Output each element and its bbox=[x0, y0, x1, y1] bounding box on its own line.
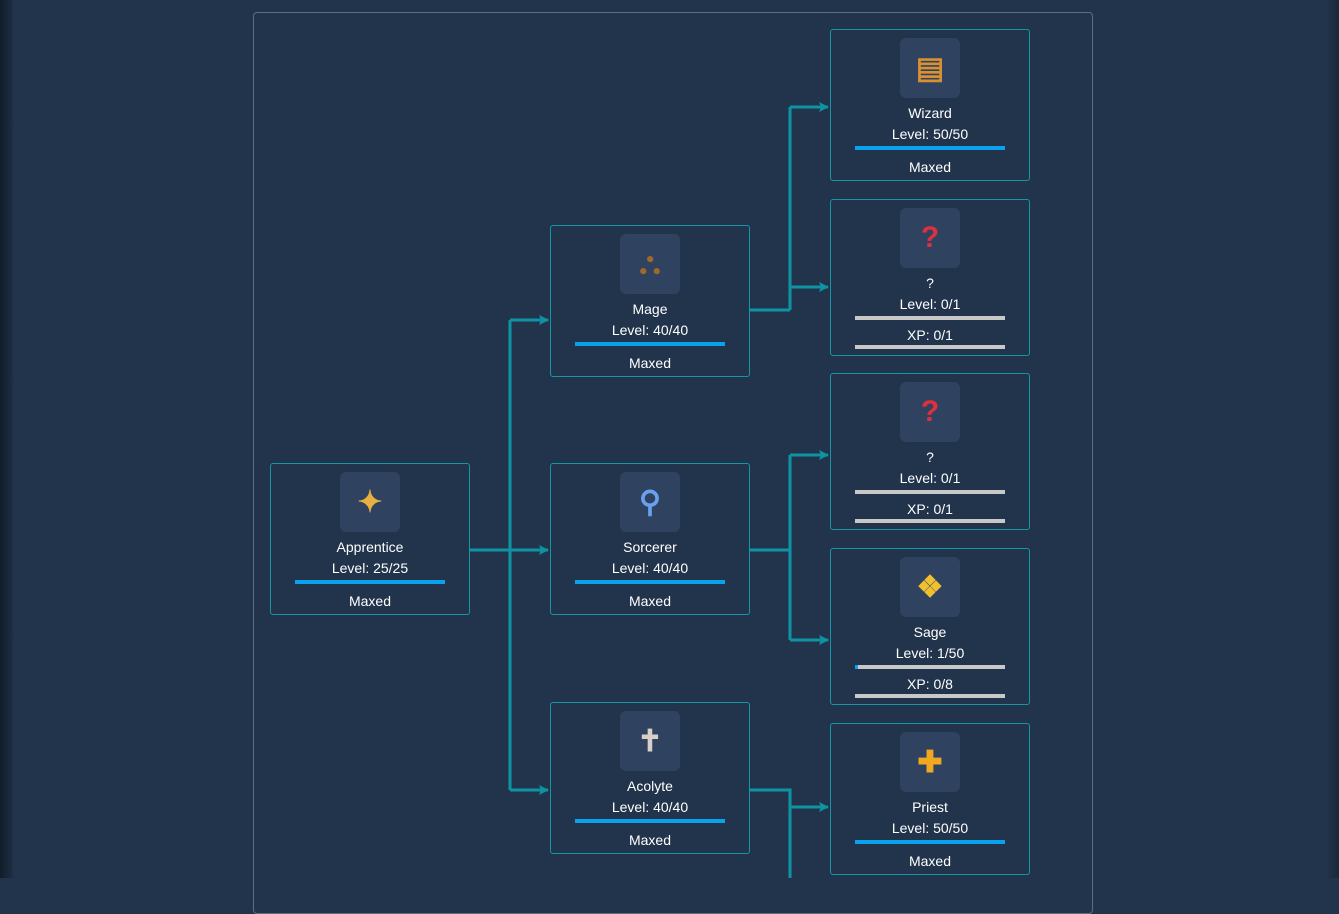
xp-text: XP: 0/8 bbox=[907, 676, 953, 692]
level-progress-bar bbox=[855, 146, 1005, 150]
class-name: ? bbox=[926, 275, 934, 291]
connector-mage bbox=[750, 107, 792, 312]
xp-text: XP: 0/1 bbox=[907, 501, 953, 517]
class-node-mage[interactable]: ⛬ Mage Level: 40/40 Maxed bbox=[550, 225, 750, 377]
level-text: Level: 0/1 bbox=[899, 470, 961, 486]
question-mark-icon: ? bbox=[900, 382, 960, 442]
class-node-priest[interactable]: ✚ Priest Level: 50/50 Maxed bbox=[830, 723, 1030, 875]
xp-text: XP: 0/1 bbox=[907, 327, 953, 343]
level-text: Level: 40/40 bbox=[611, 799, 689, 815]
level-progress-bar bbox=[855, 490, 1005, 494]
status-text: Maxed bbox=[908, 853, 952, 869]
cross-icon: ✝ bbox=[620, 711, 680, 771]
status-text: Maxed bbox=[628, 593, 672, 609]
question-mark-icon: ? bbox=[900, 208, 960, 268]
level-text: Level: 40/40 bbox=[611, 560, 689, 576]
wand-star-icon: ✦ bbox=[340, 472, 400, 532]
class-node-wizard[interactable]: ▤ Wizard Level: 50/50 Maxed bbox=[830, 29, 1030, 181]
level-progress-bar bbox=[855, 840, 1005, 844]
connector-apprentice bbox=[470, 320, 512, 790]
status-text: Maxed bbox=[908, 159, 952, 175]
spellbook-icon: ▤ bbox=[900, 38, 960, 98]
connector-acolyte bbox=[750, 788, 792, 878]
level-progress-bar bbox=[575, 819, 725, 823]
status-text: Maxed bbox=[348, 593, 392, 609]
class-name: Sorcerer bbox=[623, 539, 677, 555]
xp-progress-bar bbox=[855, 519, 1005, 523]
level-progress-fill bbox=[575, 580, 725, 584]
class-node-unknown2[interactable]: ? ? Level: 0/1 XP: 0/1 bbox=[830, 373, 1030, 530]
left-edge-shadow bbox=[0, 0, 13, 878]
class-node-acolyte[interactable]: ✝ Acolyte Level: 40/40 Maxed bbox=[550, 702, 750, 854]
level-text: Level: 1/50 bbox=[895, 645, 965, 661]
class-name: Wizard bbox=[908, 105, 952, 121]
class-name: Acolyte bbox=[627, 778, 673, 794]
right-edge-shadow bbox=[1326, 0, 1339, 878]
golden-cross-icon: ✚ bbox=[900, 732, 960, 792]
class-node-unknown1[interactable]: ? ? Level: 0/1 XP: 0/1 bbox=[830, 199, 1030, 356]
level-progress-fill bbox=[855, 840, 1005, 844]
level-text: Level: 50/50 bbox=[891, 126, 969, 142]
status-text: Maxed bbox=[628, 355, 672, 371]
level-progress-bar bbox=[855, 665, 1005, 669]
level-progress-bar bbox=[575, 342, 725, 346]
connector-sorcerer bbox=[750, 455, 792, 640]
staff-orb-icon: ⚲ bbox=[620, 472, 680, 532]
class-node-apprentice[interactable]: ✦ Apprentice Level: 25/25 Maxed bbox=[270, 463, 470, 615]
level-text: Level: 50/50 bbox=[891, 820, 969, 836]
level-progress-fill bbox=[575, 819, 725, 823]
level-progress-bar bbox=[575, 580, 725, 584]
tree-connectors bbox=[470, 102, 829, 878]
level-progress-bar bbox=[295, 580, 445, 584]
class-name: Priest bbox=[912, 799, 948, 815]
class-node-sorcerer[interactable]: ⚲ Sorcerer Level: 40/40 Maxed bbox=[550, 463, 750, 615]
level-progress-fill bbox=[295, 580, 445, 584]
class-name: Apprentice bbox=[336, 539, 404, 555]
level-text: Level: 0/1 bbox=[899, 296, 961, 312]
level-progress-fill bbox=[855, 146, 1005, 150]
level-progress-fill bbox=[855, 665, 858, 669]
level-progress-bar bbox=[855, 316, 1005, 320]
xp-progress-bar bbox=[855, 345, 1005, 349]
wizard-hat-icon: ⛬ bbox=[620, 234, 680, 294]
level-text: Level: 25/25 bbox=[331, 560, 409, 576]
class-name: Mage bbox=[632, 301, 668, 317]
class-name: ? bbox=[926, 449, 934, 465]
class-name: Sage bbox=[913, 624, 947, 640]
status-text: Maxed bbox=[628, 832, 672, 848]
class-node-sage[interactable]: ❖ Sage Level: 1/50 XP: 0/8 bbox=[830, 548, 1030, 705]
level-text: Level: 40/40 bbox=[611, 322, 689, 338]
level-progress-fill bbox=[575, 342, 725, 346]
xp-progress-bar bbox=[855, 694, 1005, 698]
golden-tome-icon: ❖ bbox=[900, 557, 960, 617]
